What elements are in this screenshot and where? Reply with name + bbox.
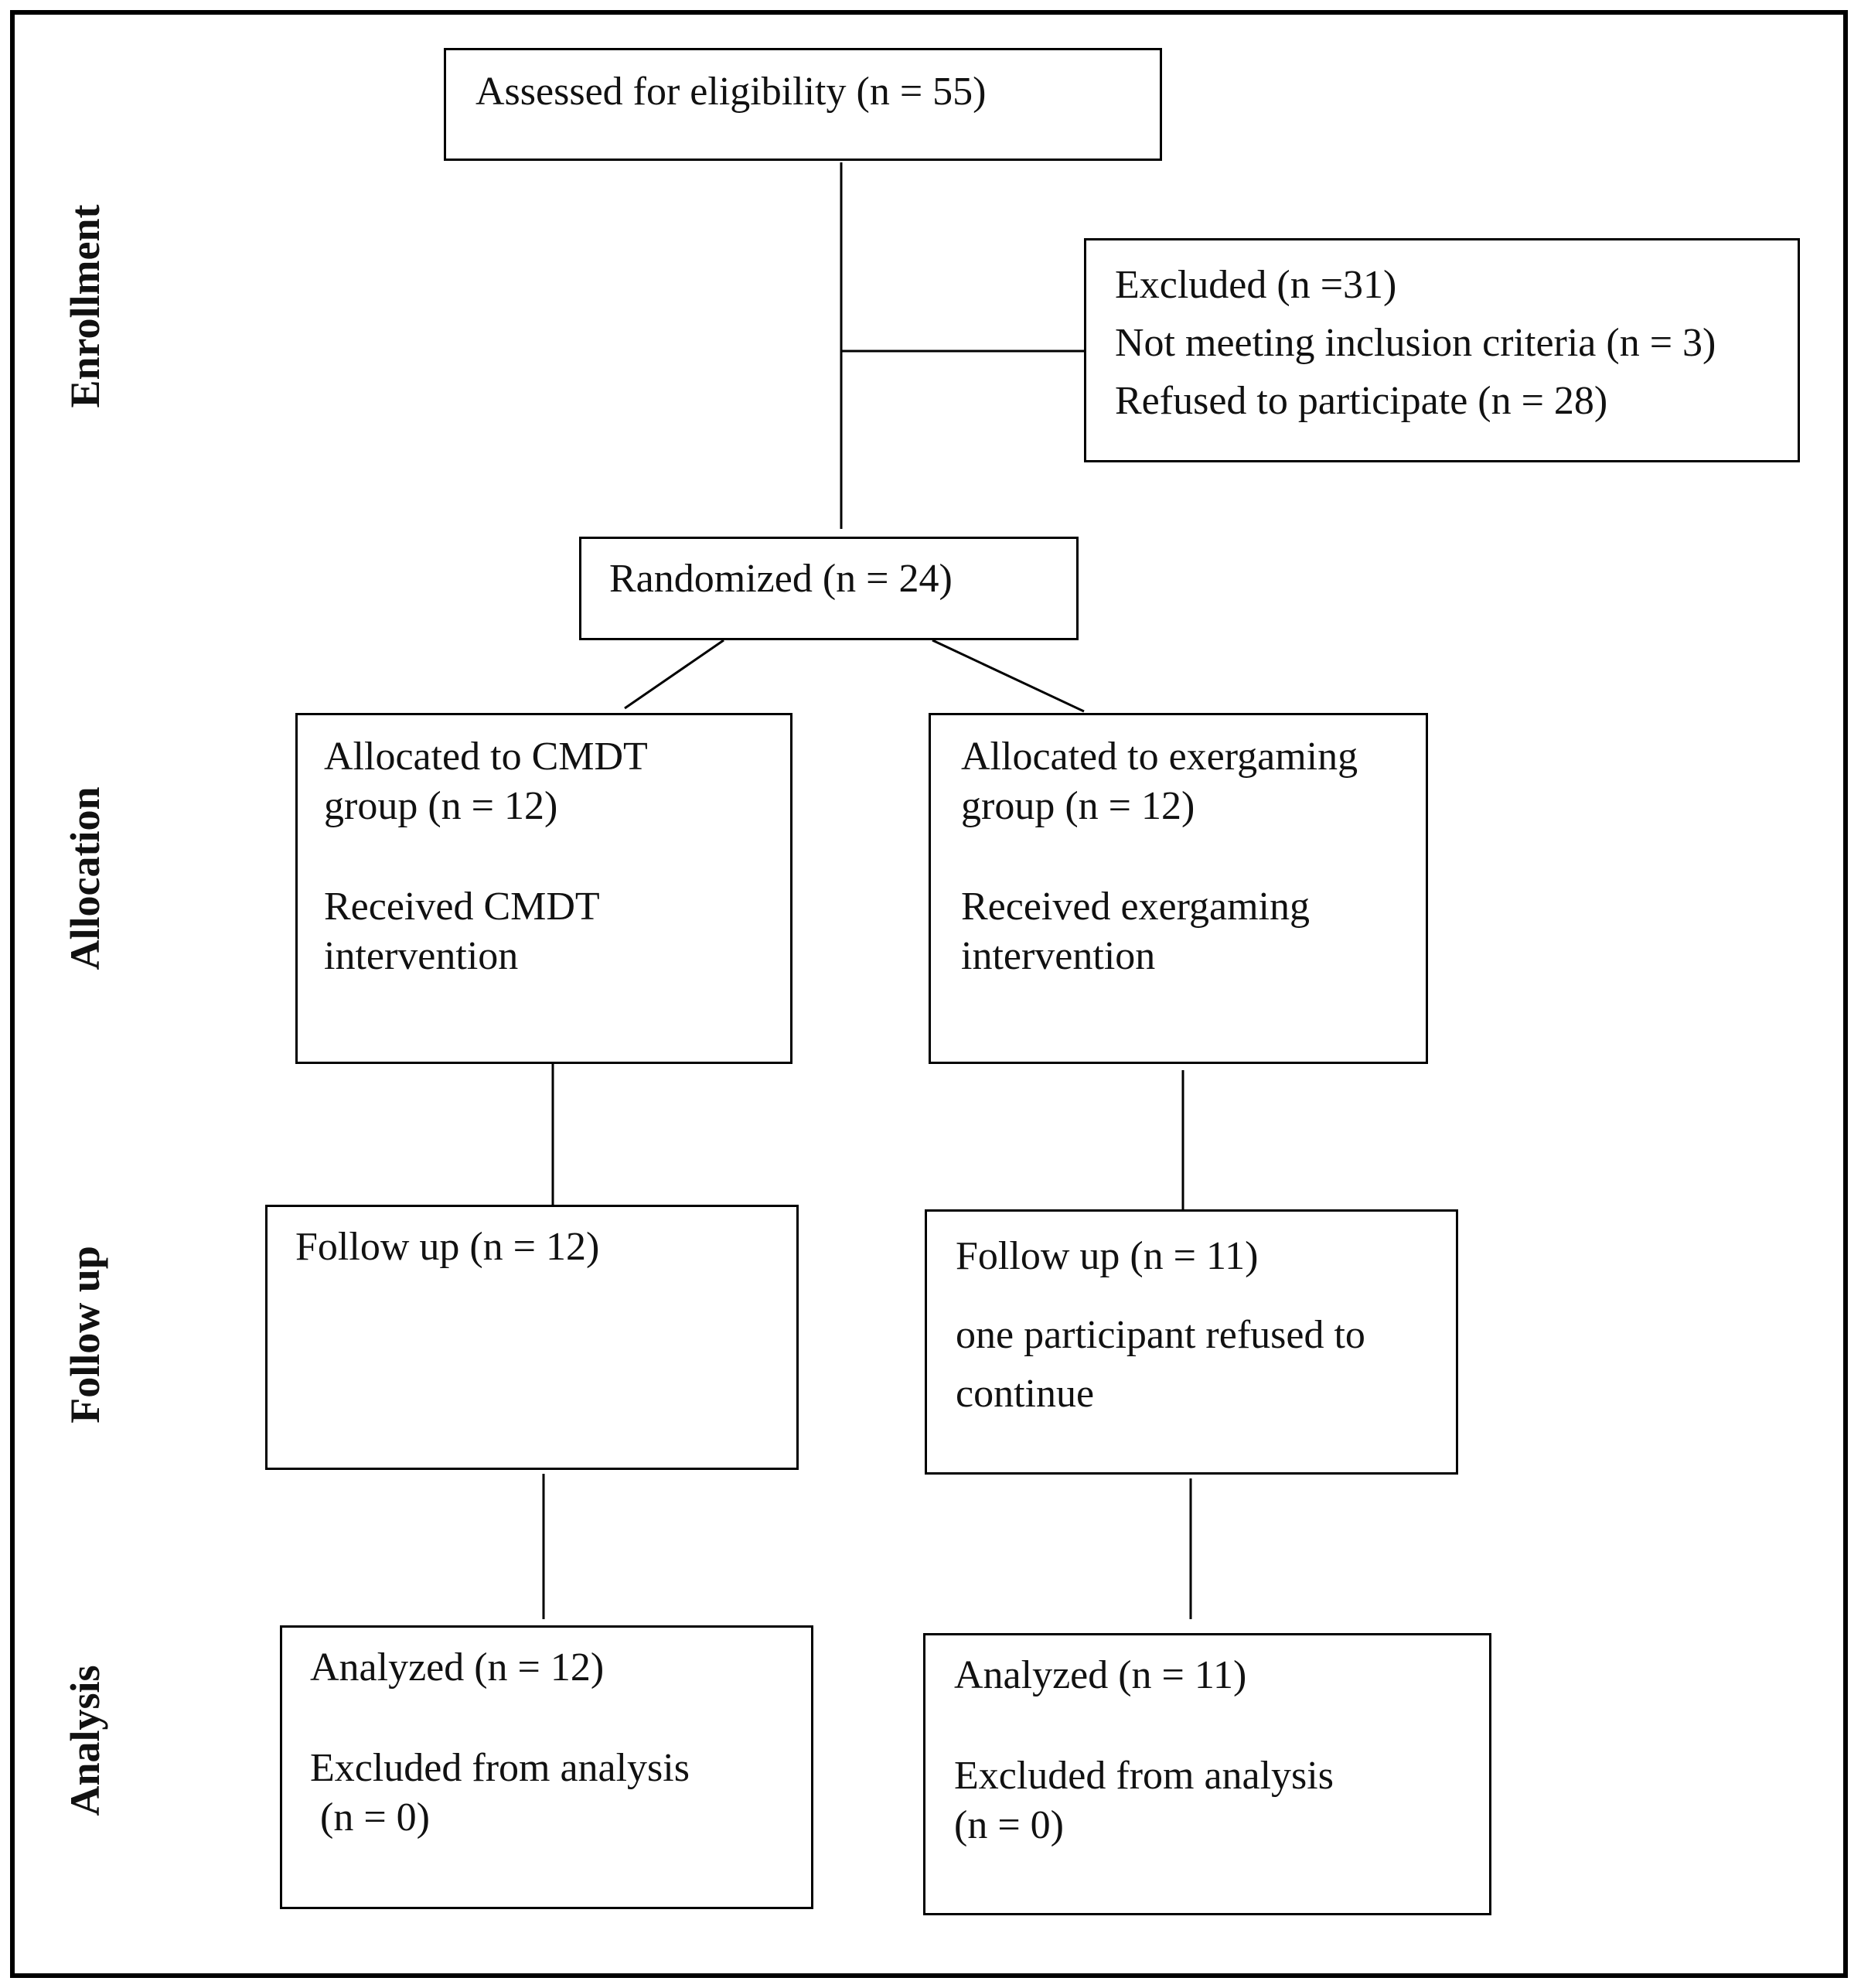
box-line: intervention xyxy=(324,934,519,978)
box-line: Refused to participate (n = 28) xyxy=(1115,379,1608,423)
stage-label-follow-up: Follow up xyxy=(62,1246,108,1424)
box-line: Allocated to CMDT xyxy=(324,735,648,779)
box-line: group (n = 12) xyxy=(324,784,558,828)
box-line: intervention xyxy=(961,934,1156,978)
followup-cmdt-box: Follow up (n = 12) xyxy=(265,1205,799,1470)
diagram-frame xyxy=(10,10,1848,1978)
randomized-box: Randomized (n = 24) xyxy=(579,537,1079,640)
box-line: Allocated to exergaming xyxy=(961,735,1358,779)
assessed-eligibility-box: Assessed for eligibility (n = 55) xyxy=(444,48,1162,161)
box-line: (n = 0) xyxy=(954,1803,1064,1847)
box-line: Excluded from analysis xyxy=(954,1754,1334,1798)
stage-label-enrollment: Enrollment xyxy=(62,204,108,408)
box-line: Assessed for eligibility (n = 55) xyxy=(475,70,987,114)
box-line: Received exergaming xyxy=(961,885,1310,929)
box-line: Not meeting inclusion criteria (n = 3) xyxy=(1115,321,1716,365)
followup-exergaming-box: Follow up (n = 11) one participant refus… xyxy=(925,1209,1458,1475)
box-line: Follow up (n = 11) xyxy=(956,1234,1259,1278)
connector-randomized-to-cmdt xyxy=(624,639,724,710)
box-line: Randomized (n = 24) xyxy=(609,557,953,601)
box-line: Received CMDT xyxy=(324,885,600,929)
box-line: one participant refused to xyxy=(956,1313,1365,1357)
box-line: continue xyxy=(956,1372,1095,1416)
connector-randomized-to-exergaming xyxy=(932,639,1085,713)
analysis-cmdt-box: Analyzed (n = 12) Excluded from analysis… xyxy=(280,1625,813,1909)
stage-label-allocation: Allocation xyxy=(62,786,108,970)
box-line: Analyzed (n = 12) xyxy=(310,1645,605,1690)
excluded-box: Excluded (n =31) Not meeting inclusion c… xyxy=(1084,238,1800,462)
box-line: Excluded from analysis xyxy=(310,1746,690,1790)
allocation-cmdt-box: Allocated to CMDT group (n = 12) Receive… xyxy=(295,713,792,1064)
box-line: Excluded (n =31) xyxy=(1115,263,1397,307)
analysis-exergaming-box: Analyzed (n = 11) Excluded from analysis… xyxy=(923,1633,1491,1915)
box-line: Follow up (n = 12) xyxy=(295,1225,600,1269)
box-line: Analyzed (n = 11) xyxy=(954,1653,1247,1697)
allocation-exergaming-box: Allocated to exergaming group (n = 12) R… xyxy=(929,713,1428,1064)
box-line: (n = 0) xyxy=(310,1795,430,1840)
box-line: group (n = 12) xyxy=(961,784,1195,828)
stage-label-analysis: Analysis xyxy=(62,1665,108,1816)
